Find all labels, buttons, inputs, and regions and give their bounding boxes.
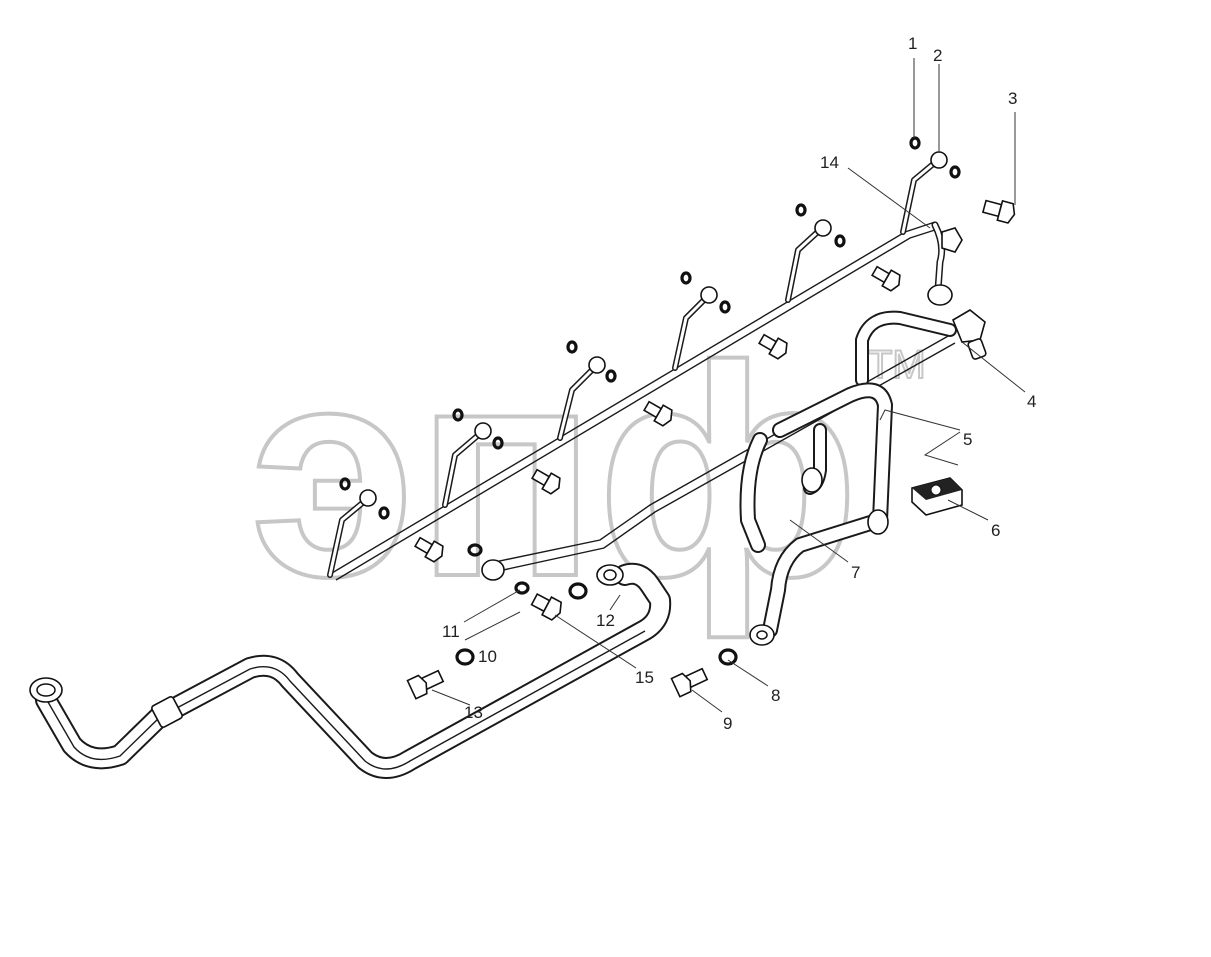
pipe-nut-icon [588,356,606,374]
pipe-nut-icon [474,422,492,440]
watermark: эпф TM [248,301,927,643]
front-fittings [406,543,738,700]
callout-labels: 1 2 3 4 5 6 7 8 9 10 11 12 13 14 15 [442,34,1036,733]
pipe-nut-icon [359,489,377,507]
leader-lines [431,58,1026,713]
washer-icon [455,648,475,666]
callout-2: 2 [933,46,942,65]
washer-icon [795,203,807,217]
washer-icon [909,136,921,150]
washer-icon [718,648,738,666]
washer-icon [719,300,731,314]
bolt-icon [406,669,445,700]
callout-1: 1 [908,34,917,53]
return-fitting [927,221,987,360]
bolt-icon [758,333,788,360]
injector-pipes [327,157,941,578]
banjo-bolts [414,199,1016,563]
callout-15: 15 [635,668,654,687]
washer-icon [339,477,351,491]
washer-icon [514,581,530,595]
banjo-fitting-icon [927,284,953,306]
callout-8: 8 [771,686,780,705]
washer-icon [378,506,390,520]
washer-icon [566,340,578,354]
banjo-fitting-icon [481,559,505,581]
callout-11: 11 [442,622,460,641]
pipe-nut-icon [930,151,948,169]
callout-12: 12 [596,611,615,630]
pipe-nut-icon [814,219,832,237]
bolt-icon [530,592,563,621]
bolt-icon [670,667,709,698]
pipe-clamp [911,477,963,516]
bolt-icon [531,468,561,495]
callout-5: 5 [963,430,972,449]
callout-6: 6 [991,521,1000,540]
callout-14: 14 [820,153,839,172]
watermark-logo-text: эпф [250,303,859,641]
tee-fitting-icon [951,309,986,343]
callout-9: 9 [723,714,732,733]
washer-icon [452,408,464,422]
feed-line [29,562,672,779]
callout-3: 3 [1008,89,1017,108]
washer-icon [680,271,692,285]
bolt-icon [414,536,444,563]
callout-7: 7 [851,563,860,582]
washer-icon [834,234,846,248]
washer-icon [949,165,961,179]
washer-icon [568,582,588,600]
washer-icon [492,436,504,450]
bolt-icon [981,199,1016,224]
callout-10: 10 [478,647,497,666]
pipe-nuts [359,151,948,507]
callout-4: 4 [1027,392,1036,411]
pipe-nut-icon [700,286,718,304]
bolt-icon [643,400,673,427]
washer-icon [605,369,617,383]
return-line [739,310,957,646]
callout-13: 13 [464,703,483,722]
sealing-washers [339,136,961,520]
washer-icon [467,543,483,557]
bolt-icon [871,265,901,292]
